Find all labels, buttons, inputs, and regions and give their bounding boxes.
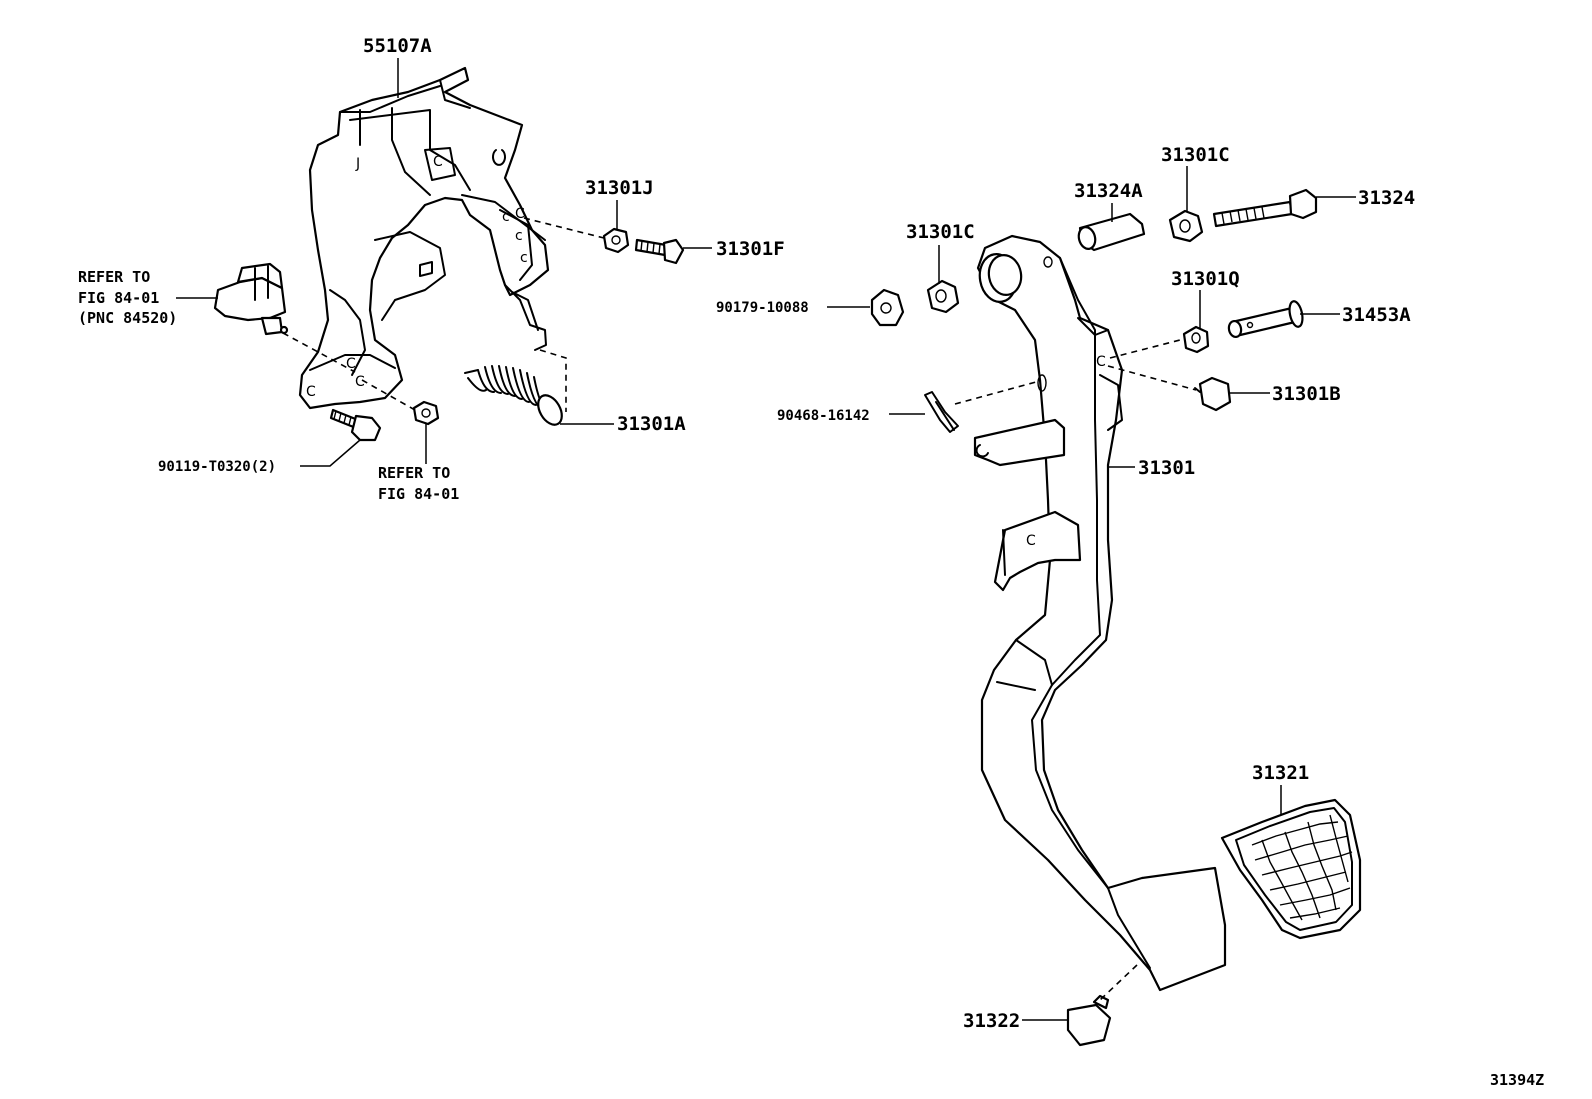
label-31321: 31321 (1252, 762, 1309, 784)
label-90119-T0320: 90119-T0320(2) (158, 459, 276, 475)
collar-31324A (1077, 212, 1146, 252)
svg-text:C: C (515, 206, 525, 222)
leader-lines (176, 58, 1356, 1021)
bolt-31301F (634, 238, 685, 265)
switch-refer-to-line1: REFER TO (78, 268, 150, 286)
bushing-31301C-left (926, 279, 960, 314)
svg-text:c: c (515, 228, 523, 244)
pedal-pad-31321 (1220, 798, 1362, 940)
bushing-31301C-top (1168, 209, 1204, 243)
label-55107A: 55107A (363, 35, 432, 57)
stopper-31322 (1066, 994, 1112, 1047)
label-31301A: 31301A (617, 413, 686, 435)
svg-text:C: C (346, 356, 356, 372)
svg-text:C: C (1026, 533, 1036, 549)
nut-referenced (412, 400, 440, 426)
svg-text:J: J (355, 156, 360, 172)
label-90468-16142: 90468-16142 (777, 408, 870, 424)
switch-refer-to-line2: FIG 84-01 (78, 289, 159, 307)
label-31301B: 31301B (1272, 383, 1341, 405)
part-labels: 55107A 31301J 31301F 31301A 90119-T0320(… (78, 35, 1544, 1089)
svg-text:c: c (520, 250, 528, 266)
label-31301C-top: 31301C (1161, 144, 1230, 166)
nut-refer-to-line2: FIG 84-01 (378, 485, 459, 503)
left-assembly-dashed-lines (282, 217, 605, 412)
svg-text:C: C (355, 374, 365, 390)
cushion-31301B (1194, 376, 1232, 412)
right-assembly-dashed-lines (954, 339, 1197, 1001)
label-31324: 31324 (1358, 187, 1415, 209)
label-31324A: 31324A (1074, 180, 1143, 202)
label-31301: 31301 (1138, 457, 1195, 479)
pedal-bracket-55107A: J C C C C C c c c (298, 66, 550, 410)
nut-31301J (602, 227, 630, 254)
label-31453A: 31453A (1342, 304, 1411, 326)
nut-90179-10088 (870, 288, 905, 327)
bushing-31301Q (1182, 325, 1210, 354)
pin-31453A (1227, 300, 1304, 339)
label-31301J: 31301J (585, 177, 654, 199)
svg-text:C: C (1096, 354, 1106, 370)
clip-90468-16142 (924, 391, 959, 433)
clutch-pedal-arm-31301: C C (973, 234, 1227, 992)
nut-refer-to-line1: REFER TO (378, 464, 450, 482)
svg-text:C: C (306, 384, 316, 400)
bolt-31324 (1212, 188, 1318, 228)
label-31322: 31322 (963, 1010, 1020, 1032)
svg-text:C: C (433, 154, 443, 170)
svg-text:c: c (502, 209, 510, 225)
label-31301Q: 31301Q (1171, 268, 1240, 290)
label-90179-10088: 90179-10088 (716, 300, 809, 316)
label-31301C-mid: 31301C (906, 221, 975, 243)
label-31301F: 31301F (716, 238, 785, 260)
switch-refer-to-line3: (PNC 84520) (78, 309, 177, 327)
illustration-code: 31394Z (1490, 1071, 1544, 1089)
bolt-90119-T0320 (329, 408, 382, 442)
clutch-switch (213, 262, 289, 336)
return-spring-31301A (464, 365, 563, 426)
